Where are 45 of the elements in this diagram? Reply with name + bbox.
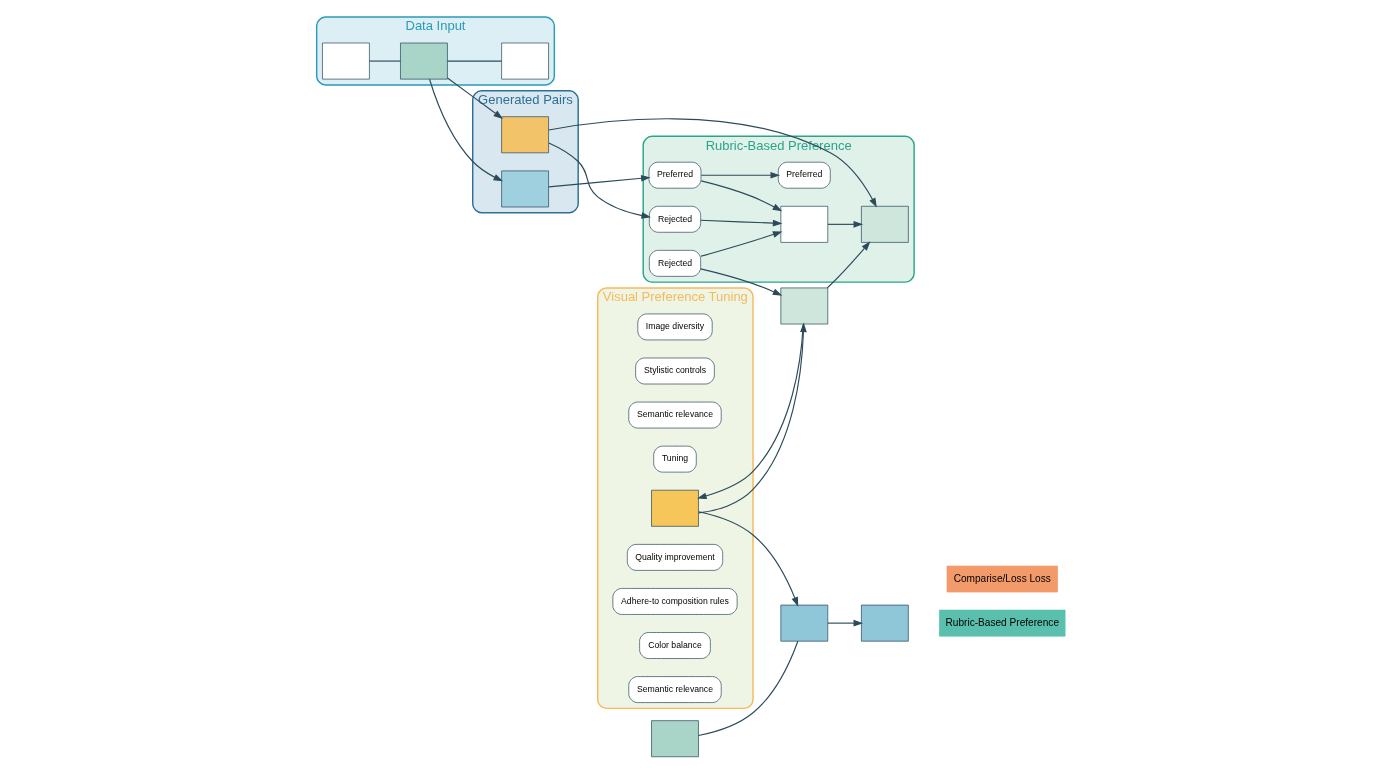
- node-box: Image diversity: [637, 313, 713, 341]
- node-box: Adhere-to composition rules: [612, 588, 738, 615]
- node-box: [400, 42, 448, 80]
- arrow: [548, 174, 651, 188]
- node-box: [861, 604, 909, 642]
- arrow: [446, 77, 503, 119]
- node-box: [861, 205, 909, 243]
- cluster: Generated Pairs: [472, 89, 579, 214]
- node-box: Semantic relevance: [628, 676, 722, 703]
- arrow: [698, 511, 799, 607]
- connector: [697, 640, 799, 737]
- node-box: [651, 720, 699, 758]
- node-box: [780, 604, 829, 642]
- node-box: [501, 116, 549, 154]
- arrow: [548, 142, 651, 219]
- arrow: [548, 118, 877, 208]
- arrow: [428, 78, 504, 182]
- node-box: Tuning: [653, 445, 697, 473]
- node-box: [501, 42, 549, 80]
- node-box: [322, 42, 370, 80]
- node-box: Stylistic controls: [635, 357, 715, 385]
- node-box: Semantic relevance: [628, 401, 722, 429]
- arrow: [700, 219, 783, 227]
- node-box: [651, 489, 699, 527]
- cluster: Data Input: [315, 16, 556, 86]
- arrow: [827, 221, 864, 228]
- arrow: [700, 231, 783, 257]
- node-box: Rejected: [649, 250, 701, 277]
- node-box: [501, 170, 549, 208]
- node-box: Quality improvement: [626, 544, 724, 571]
- node-box: Preferred: [777, 161, 831, 189]
- connector: [368, 60, 401, 62]
- arrow: [700, 268, 783, 296]
- node-box: [780, 287, 829, 325]
- arrow: [826, 241, 871, 289]
- label: Comparise/Loss Loss: [953, 572, 1051, 584]
- node-box: Preferred: [648, 161, 702, 189]
- node-box: Color balance: [639, 632, 711, 659]
- arrow: [700, 180, 783, 212]
- node-box: Rejected: [649, 205, 701, 233]
- label: Rubric-Based Preference: [945, 616, 1060, 628]
- arrow: [827, 619, 864, 627]
- connector: [446, 60, 503, 62]
- arrow: [700, 171, 781, 179]
- node-box: [780, 205, 829, 243]
